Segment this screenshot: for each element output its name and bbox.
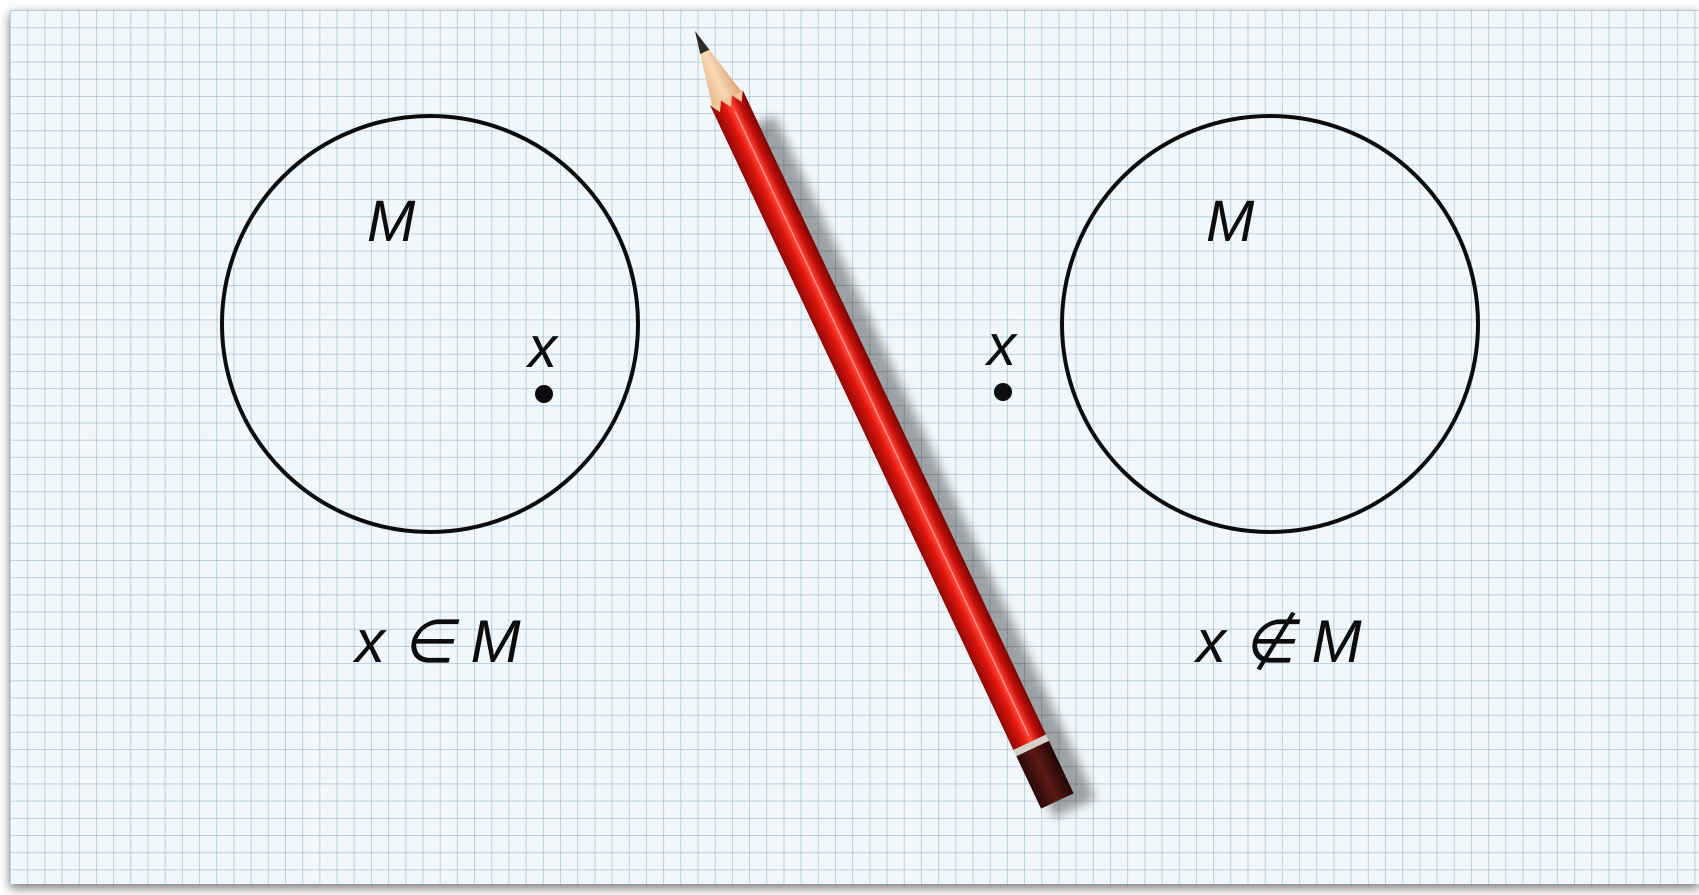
diagram-element-inside: M x x ∈ M	[220, 114, 640, 675]
set-circle-right	[1060, 114, 1480, 534]
set-label-left: M	[367, 189, 416, 254]
element-point-right	[994, 383, 1012, 401]
diagram-element-outside: M x x ∉ M	[984, 114, 1480, 675]
element-label-right: x	[984, 313, 1018, 378]
relation-label-right: x ∉ M	[1193, 608, 1362, 675]
pencil-icon	[695, 31, 1096, 818]
element-label-left: x	[525, 315, 559, 380]
element-point-left	[535, 385, 553, 403]
relation-label-left: x ∈ M	[352, 608, 521, 675]
graph-paper-background	[10, 10, 1699, 884]
set-label-right: M	[1206, 189, 1255, 254]
set-circle-left	[220, 114, 640, 534]
